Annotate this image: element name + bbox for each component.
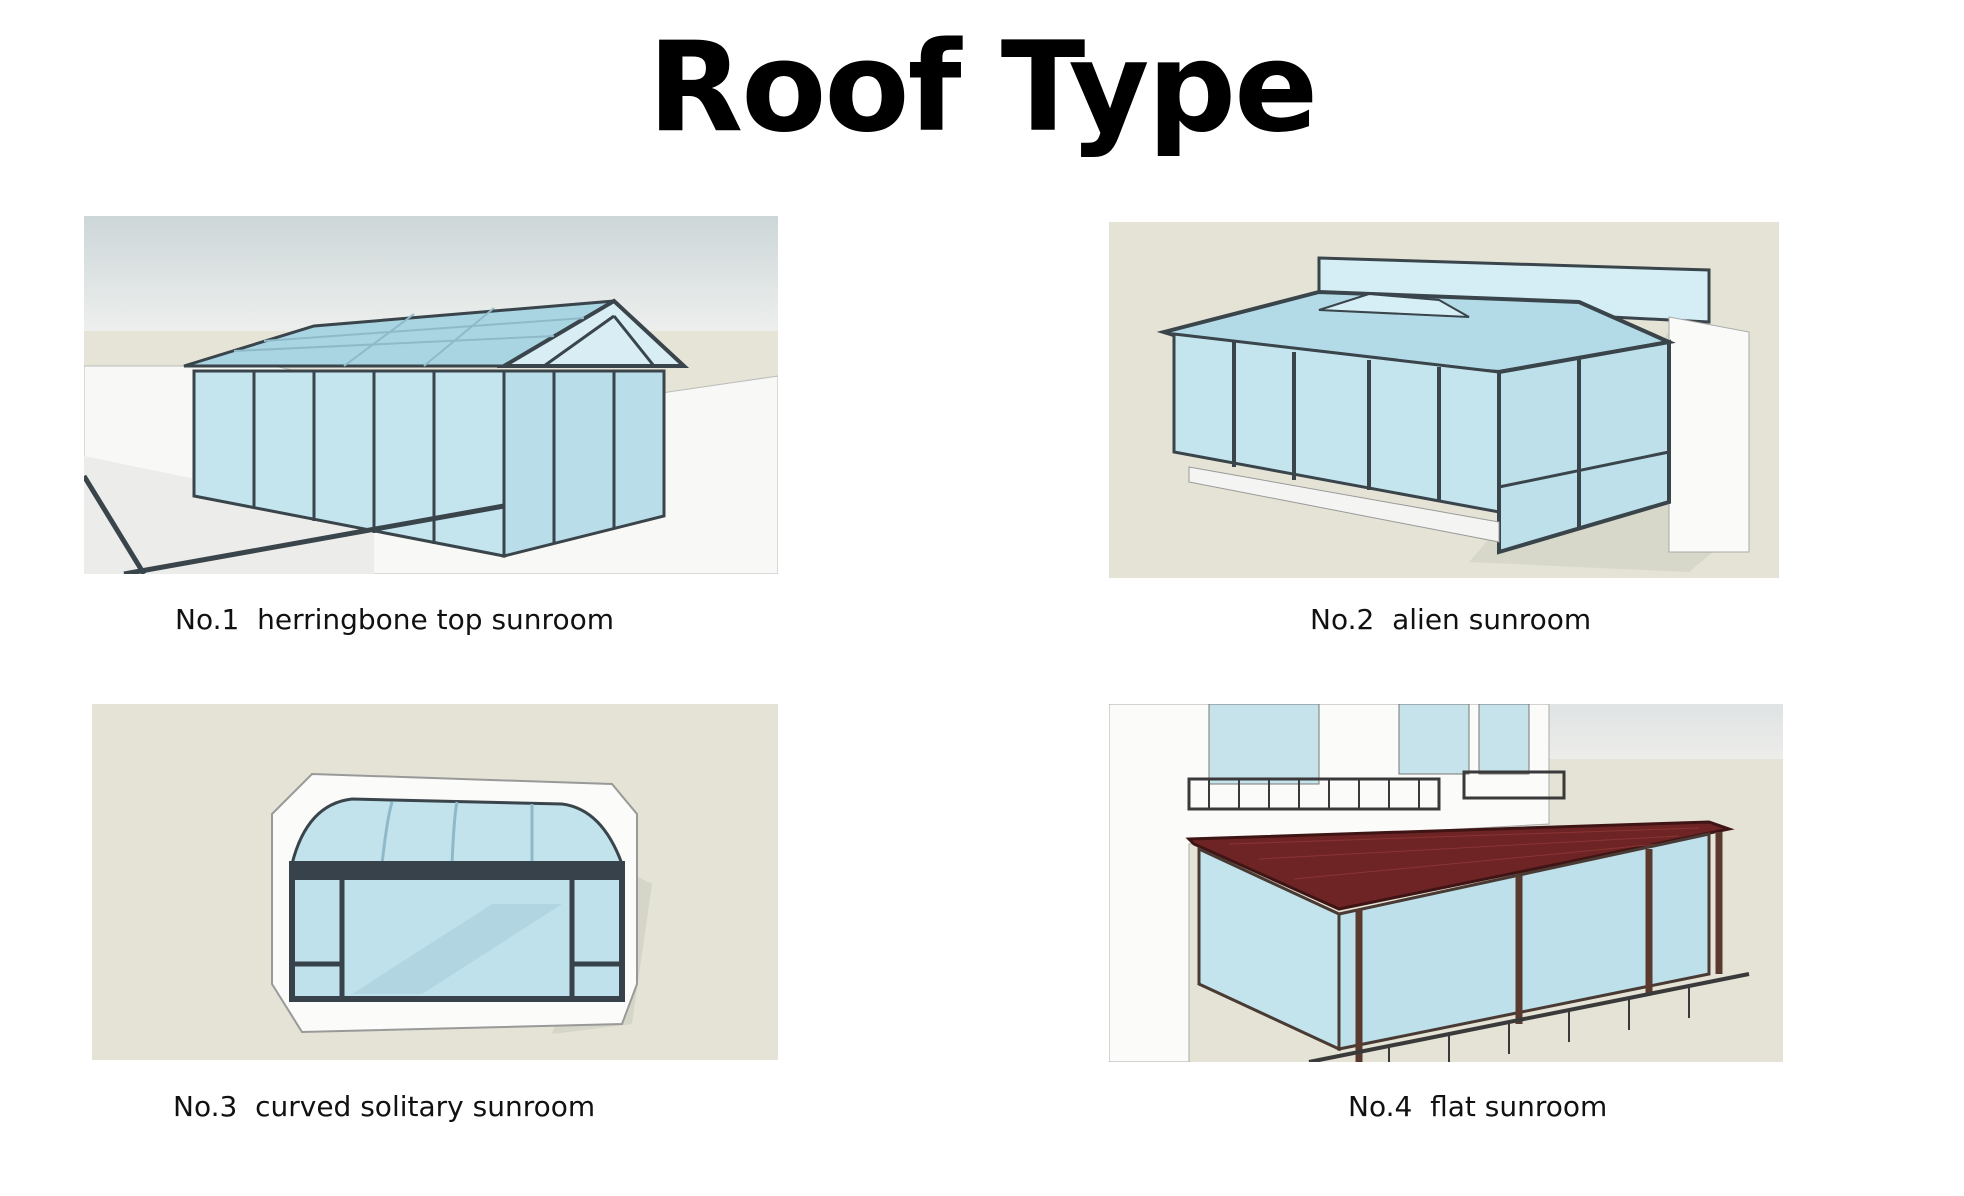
page-title: Roof Type <box>647 16 1319 160</box>
herringbone-sunroom-illustration <box>84 216 778 574</box>
alien-sunroom-illustration <box>1109 222 1779 578</box>
curved-sunroom-illustration <box>92 704 778 1060</box>
caption-curved: No.3 curved solitary sunroom <box>173 1090 596 1123</box>
caption-herringbone: No.1 herringbone top sunroom <box>175 603 614 636</box>
flat-sunroom-illustration <box>1109 704 1783 1062</box>
caption-flat: No.4 flat sunroom <box>1348 1090 1608 1123</box>
caption-alien: No.2 alien sunroom <box>1310 603 1592 636</box>
